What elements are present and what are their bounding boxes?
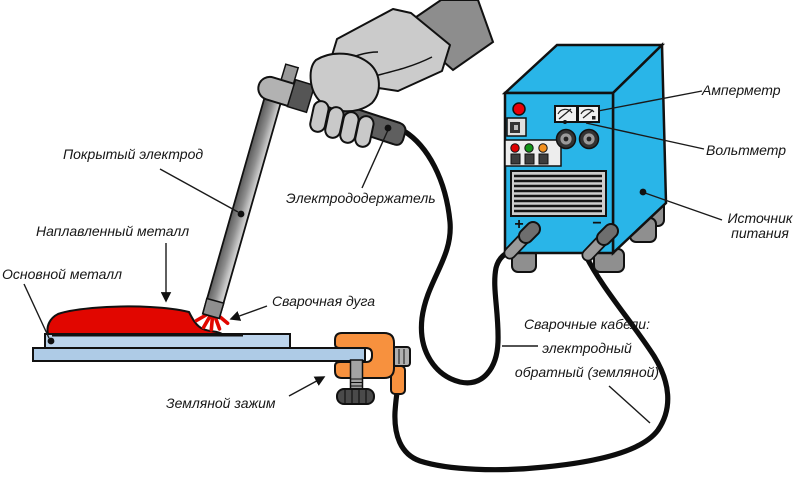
green-light: [524, 143, 534, 153]
leader-ammeter: [597, 90, 703, 112]
leader-base-metal: [23, 283, 50, 339]
label-welding-cables: Сварочные кабели: электродный обратный (…: [502, 312, 672, 384]
return-cable: [392, 253, 671, 473]
voltmeter-gauge: [577, 105, 600, 123]
electrode-cable: [401, 128, 512, 386]
leader-dots: [47, 124, 647, 345]
ammeter-gauge: [554, 105, 578, 124]
orange-light: [538, 143, 548, 153]
label-covered-electrode: Покрытый электрод: [63, 146, 204, 162]
electrode-and-hand: [201, 0, 495, 320]
voltage-knob[interactable]: [578, 128, 600, 150]
power-source: + −: [501, 42, 668, 273]
clamp-knob: [336, 388, 375, 405]
cables: [392, 128, 671, 473]
indicator-panel: [504, 139, 562, 167]
red-light: [510, 143, 520, 153]
clamp-bolt: [392, 346, 411, 367]
main-switch[interactable]: [506, 117, 527, 137]
current-knob[interactable]: [555, 128, 577, 150]
label-deposited-metal: Наплавленный металл: [36, 223, 190, 239]
label-voltmeter: Вольтметр: [706, 142, 787, 158]
label-ammeter: Амперметр: [702, 82, 781, 98]
ventilation-grille: [510, 170, 607, 217]
positive-terminal-label: +: [514, 216, 523, 233]
panel-switch[interactable]: [524, 153, 535, 165]
label-base-metal: Основной металл: [2, 266, 123, 282]
panel-switch[interactable]: [510, 153, 521, 165]
covered-electrode-rod: [201, 95, 283, 320]
leader-power-source: [644, 192, 723, 221]
negative-terminal-label: −: [592, 215, 601, 232]
positive-terminal-connector: [503, 221, 541, 260]
label-electrode-holder: Электрододержатель: [286, 190, 436, 206]
label-cable-return: обратный (земляной): [514, 364, 660, 380]
negative-terminal-connector: [581, 223, 619, 262]
label-power-source-line1: Источник: [727, 210, 793, 226]
clamp-cable-tab: [390, 365, 406, 395]
leader-lines: [23, 90, 723, 424]
leader-ground-clamp: [288, 376, 326, 397]
clamp-screw: [336, 359, 375, 405]
leader-cable-return: [608, 385, 651, 424]
label-power-source-line2: питания: [731, 225, 789, 241]
label-cables-title: Сварочные кабели:: [524, 316, 650, 332]
electrode-tip: [201, 297, 225, 320]
label-ground-clamp: Земляной зажим: [166, 395, 276, 411]
deposited-metal-shape: [46, 305, 223, 335]
leader-welding-arc: [229, 305, 268, 321]
glove-palm: [309, 52, 380, 113]
label-welding-arc: Сварочная дуга: [272, 293, 376, 309]
leader-voltmeter: [585, 122, 705, 150]
base-plate-bottom: [32, 347, 366, 362]
leader-covered-electrode: [159, 168, 239, 213]
label-power-source: Источник питания: [718, 211, 800, 241]
ground-clamp: [334, 332, 411, 405]
workpiece: [32, 305, 366, 362]
glove-fingers: [309, 100, 375, 148]
panel-switch[interactable]: [538, 153, 549, 165]
label-cable-electrode: электродный: [542, 340, 632, 356]
leader-electrode-holder: [361, 129, 389, 189]
holder-jaw-dark: [286, 78, 316, 114]
power-indicator-light: [512, 102, 526, 116]
